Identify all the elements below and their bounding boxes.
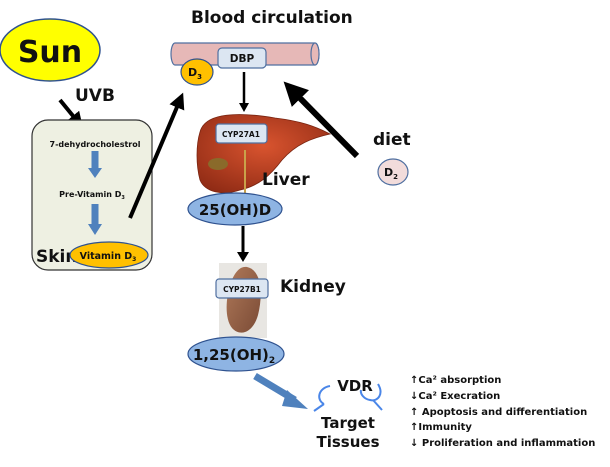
dbp-box bbox=[217, 47, 267, 69]
skin-to-blood-arrow bbox=[128, 92, 185, 219]
effect-item: ↑Ca² absorption bbox=[410, 375, 501, 386]
25ohd-label: 25(OH)D bbox=[199, 201, 271, 219]
kidney-label: Kidney bbox=[280, 277, 346, 297]
sun-ellipse bbox=[0, 18, 101, 82]
diet-to-blood-arrow bbox=[283, 81, 360, 159]
7-dehydrocholesterol-label: 7-dehydrocholestrol bbox=[50, 140, 141, 149]
vdr-receptor-left bbox=[318, 385, 331, 405]
vdr-receptor-right bbox=[359, 383, 382, 402]
125oh2-label: 1,25(OH)2 bbox=[193, 346, 275, 366]
effect-item: ↓Ca² Execration bbox=[410, 391, 500, 402]
125oh2-ellipse bbox=[187, 336, 285, 372]
25ohd-ellipse bbox=[187, 192, 283, 226]
blood-circulation-title: Blood circulation bbox=[191, 8, 353, 28]
liver-label: Liver bbox=[262, 170, 310, 190]
effect-item: ↓ Proliferation and inflammation bbox=[410, 438, 595, 449]
target-label: Target bbox=[321, 414, 375, 432]
cyp27b1-label: CYP27B1 bbox=[223, 285, 261, 294]
cyp27a1-label: CYP27A1 bbox=[222, 130, 260, 139]
sun-label: Sun bbox=[18, 35, 82, 70]
effect-item: ↑ Apoptosis and differentiation bbox=[410, 407, 587, 418]
d3-label: D3 bbox=[188, 66, 202, 81]
d3-ellipse bbox=[180, 58, 214, 86]
d2-ellipse bbox=[377, 158, 409, 186]
vitamin-d3-ellipse bbox=[69, 241, 149, 269]
effect-item: ↑Immunity bbox=[410, 422, 472, 433]
pre-vitamin-d3-label: Pre-Vitamin D3 bbox=[59, 190, 125, 201]
effects-list: ↑Ca² absorption ↓Ca² Execration ↑ Apopto… bbox=[410, 375, 595, 449]
tissues-label: Tissues bbox=[316, 433, 379, 451]
vdr-label: VDR bbox=[337, 377, 373, 395]
cyp27a1-box bbox=[215, 123, 268, 144]
diet-label: diet bbox=[373, 130, 411, 150]
uvb-arrow bbox=[58, 98, 84, 129]
uvb-label: UVB bbox=[75, 86, 115, 106]
skin-box bbox=[31, 119, 153, 271]
cyp27b1-box bbox=[215, 278, 269, 299]
skin-label: Skin bbox=[36, 247, 77, 267]
d2-label: D2 bbox=[384, 166, 398, 181]
vitamin-d3-label: Vitamin D3 bbox=[80, 251, 137, 263]
dbp-label: DBP bbox=[230, 53, 255, 65]
